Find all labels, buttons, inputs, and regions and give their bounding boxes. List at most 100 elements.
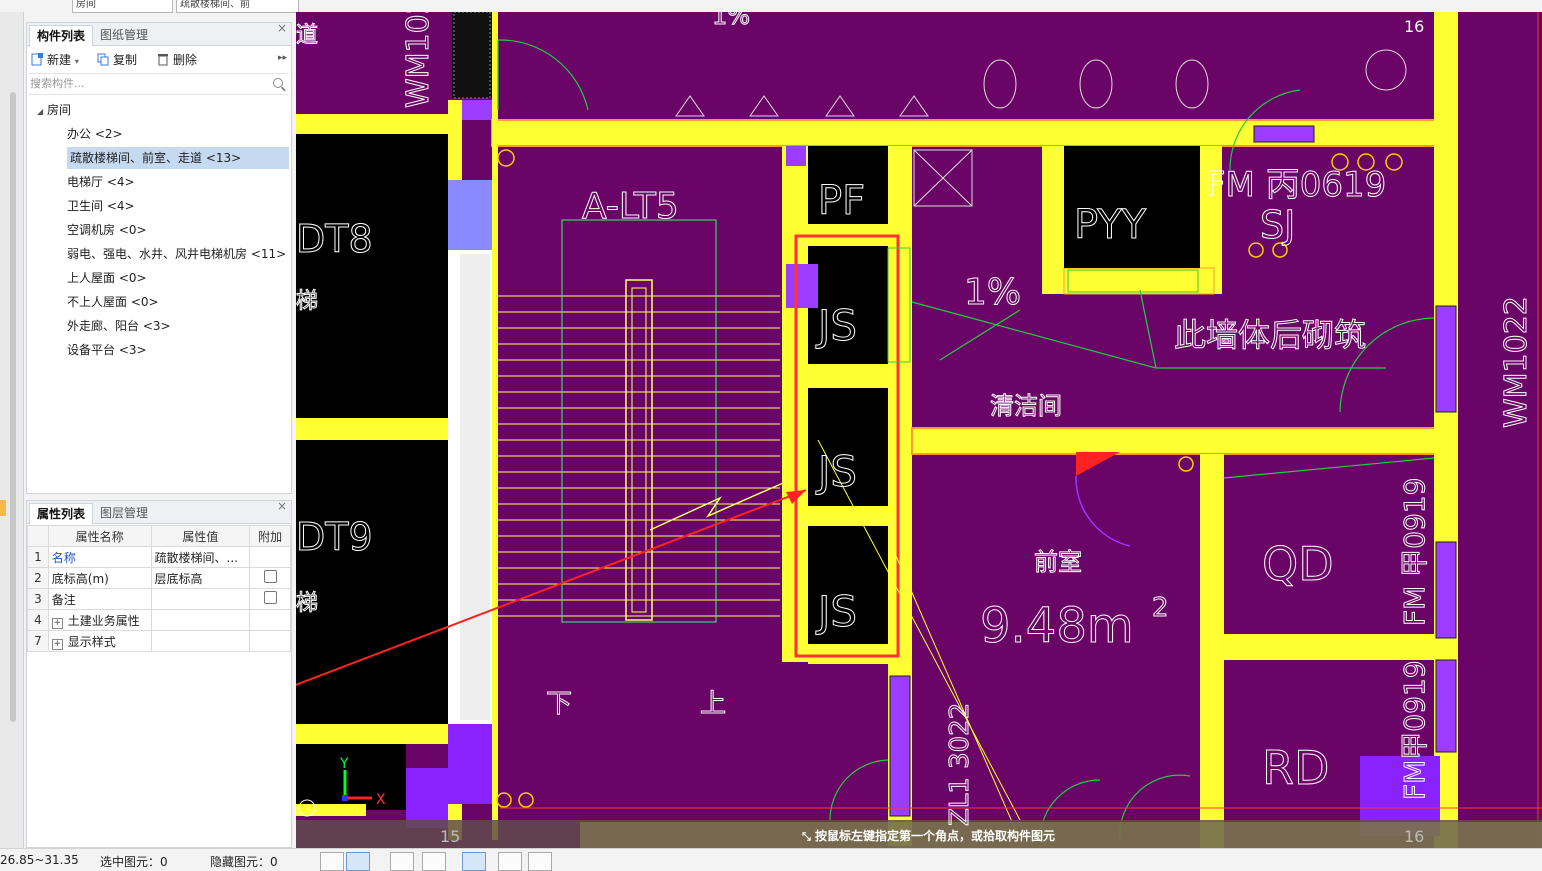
component-combo[interactable]: 疏散楼梯间、前 <box>176 0 299 13</box>
tab-layer-management[interactable]: 图层管理 <box>100 506 149 520</box>
header-name: 属性名称 <box>47 525 152 547</box>
copy-button[interactable]: 复制 <box>95 49 137 71</box>
edit-tool-button[interactable] <box>528 852 552 871</box>
property-value[interactable]: 疏散楼梯间、... <box>150 546 251 568</box>
floor-plan[interactable]: A-LT5 PF JS JS JS PYY FM 丙0619 SJ 此墙体后砌筑… <box>296 12 1542 848</box>
left-scrollbar[interactable] <box>10 92 16 722</box>
tree-item[interactable]: 设备平台 <3> <box>67 343 147 357</box>
label-stair: A-LT5 <box>582 186 679 227</box>
tree-item[interactable]: 外走廊、阳台 <3> <box>67 319 171 333</box>
label-qd: QD <box>1262 537 1334 591</box>
property-row[interactable]: 4+土建业务属性 <box>27 609 291 631</box>
tree-item[interactable]: 办公 <2> <box>67 127 123 141</box>
tree-item[interactable]: 电梯厅 <4> <box>67 175 135 189</box>
property-name: 备注 <box>51 592 76 607</box>
property-grid-header: 属性名称 属性值 附加 <box>27 525 291 547</box>
property-value[interactable] <box>150 609 251 631</box>
component-list-panel: 构件列表 图纸管理 × 新建 ▾ 复制 删除 ▸▸ 搜索构件... ◢ 房间 办… <box>26 21 292 494</box>
property-name-cell[interactable]: +土建业务属性 <box>47 609 152 631</box>
tree-root-label: 房间 <box>46 103 71 117</box>
property-name-cell[interactable]: 底标高(m) <box>47 567 152 589</box>
row-number: 2 <box>27 567 49 589</box>
cross-select-tool-button[interactable] <box>390 852 414 871</box>
snap-tool-button[interactable] <box>462 852 486 871</box>
row-number: 4 <box>27 609 49 631</box>
floor-type-combo[interactable]: 房间 <box>72 0 173 13</box>
row-number: 3 <box>27 588 49 610</box>
header-extra: 附加 <box>249 525 291 547</box>
component-search-input[interactable]: 搜索构件... <box>29 73 289 95</box>
label-ti-2: 梯 <box>296 591 318 616</box>
property-row[interactable]: 7+ 显示样式 <box>27 630 291 652</box>
layer-tool-button[interactable] <box>498 852 522 871</box>
tab-drawing-management[interactable]: 图纸管理 <box>100 28 149 42</box>
chevron-down-icon[interactable]: ◢ <box>37 107 44 116</box>
extra-checkbox[interactable] <box>263 591 277 604</box>
label-wm-left: WM1022 <box>401 12 436 108</box>
status-coords: 26.85~31.35 <box>0 853 79 867</box>
property-name: 显示样式 <box>67 634 116 649</box>
tree-item[interactable]: 疏散楼梯间、前室、走道 <13> <box>67 147 289 169</box>
tree-item[interactable]: 弱电、强电、水井、风井电梯机房 <11> <box>67 247 287 261</box>
cad-drawing-canvas[interactable]: A-LT5 PF JS JS JS PYY FM 丙0619 SJ 此墙体后砌筑… <box>296 12 1542 848</box>
panel-close-icon[interactable]: × <box>276 499 287 513</box>
label-dao: 道 <box>296 23 318 48</box>
new-dropdown-icon[interactable]: ▾ <box>74 57 79 66</box>
trash-icon <box>158 54 168 66</box>
label-ti-1: 梯 <box>296 289 318 314</box>
property-name-cell[interactable]: 备注 <box>47 588 152 610</box>
top-combo-strip: 房间 疏散楼梯间、前 <box>24 0 299 13</box>
label-js-2: JS <box>815 447 857 496</box>
tree-item[interactable]: 不上人屋面 <0> <box>67 295 159 309</box>
label-js-1: JS <box>815 301 857 350</box>
tab-property-list[interactable]: 属性列表 <box>29 503 94 525</box>
label-sj: SJ <box>1260 203 1295 247</box>
tree-root-room[interactable]: ◢ 房间 <box>37 99 289 121</box>
label-axis-16-top: 16 <box>1404 17 1424 36</box>
copy-label: 复制 <box>113 53 138 67</box>
tree-item[interactable]: 空调机房 <0> <box>67 223 147 237</box>
tree-item[interactable]: 上人屋面 <0> <box>67 271 147 285</box>
extra-checkbox[interactable] <box>263 570 277 583</box>
label-pf: PF <box>818 178 865 224</box>
copy-icon <box>97 53 109 66</box>
label-elev: 9.48m <box>980 598 1134 654</box>
command-hint: ⤡ 按鼠标左键指定第一个角点，或拾取构件图元 <box>802 827 1055 844</box>
search-icon[interactable] <box>273 78 283 88</box>
tab-component-list[interactable]: 构件列表 <box>29 25 94 47</box>
component-toolbar: 新建 ▾ 复制 删除 ▸▸ <box>27 49 291 71</box>
property-value[interactable]: 层底标高 <box>150 567 251 589</box>
angle-tool-button[interactable] <box>422 852 446 871</box>
label-fm-jia-2: FM甲0919 <box>1398 660 1431 800</box>
left-strip-marker <box>0 500 6 516</box>
property-name: 名称 <box>51 550 76 565</box>
new-button[interactable]: 新建 ▾ <box>29 49 79 71</box>
property-value[interactable] <box>150 588 251 610</box>
row-number: 7 <box>27 630 49 652</box>
label-slope-top: 1% <box>712 12 750 30</box>
header-num <box>27 525 49 547</box>
new-label: 新建 <box>47 53 72 67</box>
command-hint-text: 按鼠标左键指定第一个角点，或拾取构件图元 <box>815 829 1056 843</box>
property-name-cell[interactable]: 名称 <box>47 546 152 568</box>
toolbar-overflow-icon[interactable]: ▸▸ <box>277 53 287 63</box>
property-name: 底标高(m) <box>51 571 109 586</box>
property-name-cell[interactable]: + 显示样式 <box>47 630 152 652</box>
select-rect-tool-button[interactable] <box>346 852 370 871</box>
delete-label: 删除 <box>173 53 198 67</box>
label-zl: ZL1 3022 <box>945 703 975 826</box>
delete-button[interactable]: 删除 <box>155 49 197 71</box>
property-extra-cell <box>249 588 291 610</box>
expand-icon[interactable]: + <box>51 638 63 650</box>
property-value[interactable] <box>150 630 251 652</box>
tree-item[interactable]: 卫生间 <4> <box>67 199 135 213</box>
expand-icon[interactable]: + <box>51 617 63 629</box>
panel-close-icon[interactable]: × <box>276 21 287 35</box>
ortho-tool-button[interactable] <box>320 852 344 871</box>
label-slope: 1% <box>964 272 1021 313</box>
property-extra-cell <box>249 546 291 568</box>
